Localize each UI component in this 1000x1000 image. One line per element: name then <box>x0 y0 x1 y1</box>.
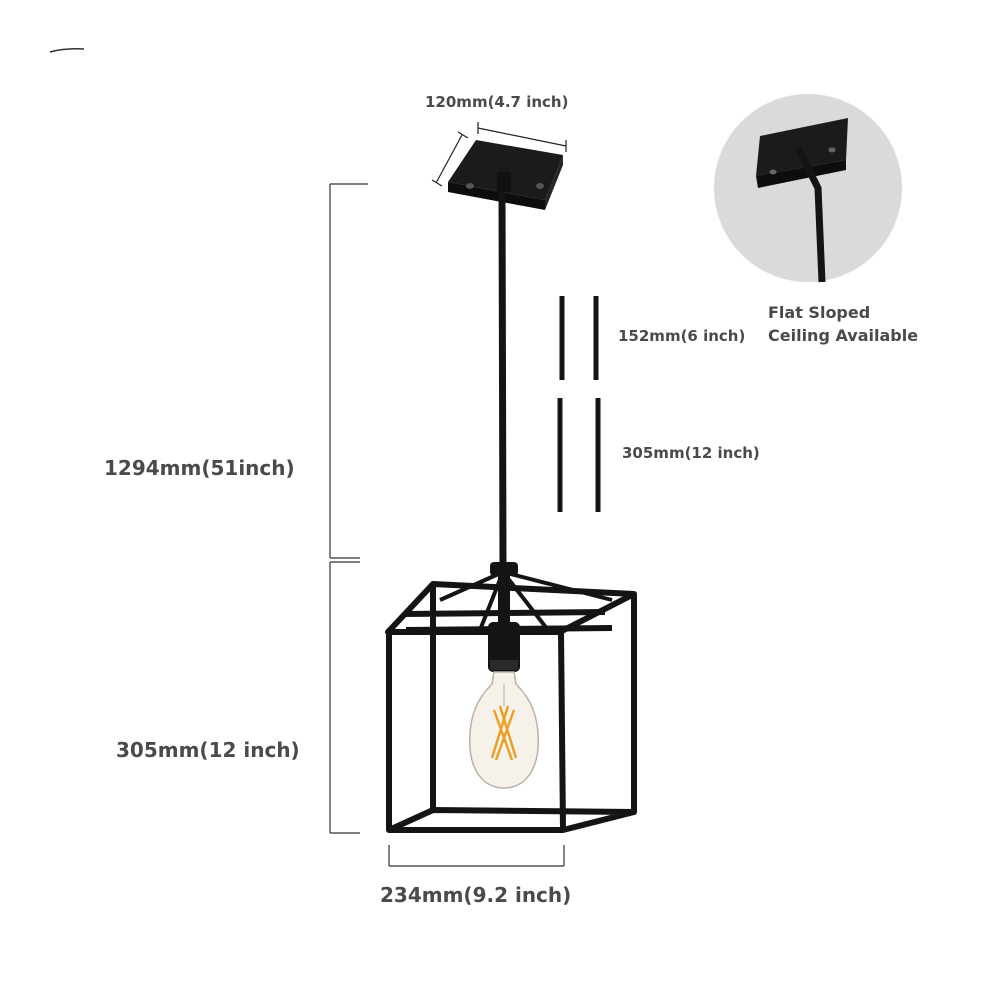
sloped-ceiling-note: Flat Sloped Ceiling Available <box>768 301 918 347</box>
extension-rods-long <box>557 398 601 512</box>
cage-hub <box>490 562 518 624</box>
edison-bulb <box>469 671 539 789</box>
suspension-rod <box>498 189 507 569</box>
rod-short-label: 152mm(6 inch) <box>618 327 746 345</box>
cage-width-label: 234mm(9.2 inch) <box>380 883 572 907</box>
rod-long-label: 305mm(12 inch) <box>622 444 760 462</box>
overall-height-bracket <box>329 183 368 559</box>
cage-height-label: 305mm(12 inch) <box>116 738 300 762</box>
corner-mark <box>49 48 85 53</box>
sloped-note-line2: Ceiling Available <box>768 326 919 345</box>
cage-height-bracket <box>329 561 360 834</box>
sloped-ceiling-inset <box>714 94 902 283</box>
canopy-width-label: 120mm(4.7 inch) <box>425 93 569 111</box>
canopy-dimension-lines <box>431 122 567 187</box>
bulb-socket <box>488 622 520 672</box>
cage-width-bracket <box>388 845 565 867</box>
sloped-note-line1: Flat Sloped <box>768 303 871 322</box>
extension-rods-short <box>559 296 599 380</box>
overall-height-label: 1294mm(51inch) <box>104 456 295 480</box>
ceiling-canopy <box>448 140 563 210</box>
